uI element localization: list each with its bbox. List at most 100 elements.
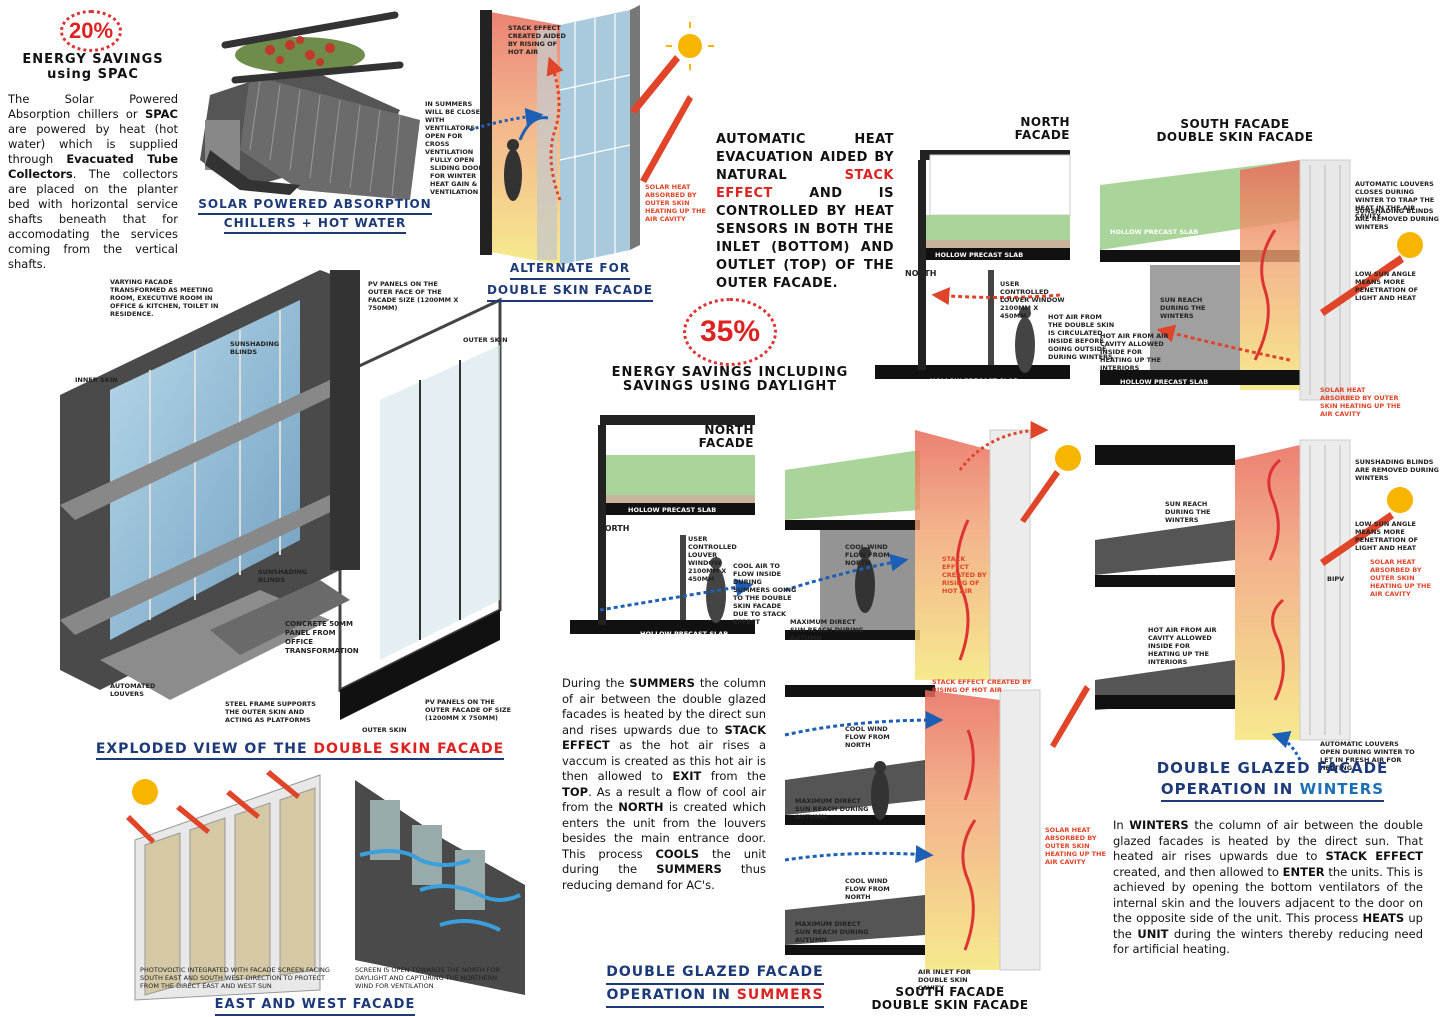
w-k5: UNIT (1137, 926, 1169, 941)
exploded-steel-label: STEEL FRAME SUPPORTS THE OUTER SKIN AND … (225, 700, 316, 724)
winter-south-line2: DOUBLE SKIN FACADE (1156, 130, 1314, 144)
summer-solar-label: SOLAR HEAT ABSORBED BY OUTER SKIN HEATIN… (1045, 826, 1106, 866)
s-p1: During the (562, 676, 630, 690)
summers-caption-2a: OPERATION IN (606, 987, 737, 1003)
winter-solar2-label: SOLAR HEAT ABSORBED BY OUTER SKIN HEATIN… (1370, 558, 1431, 598)
winter-hot-air-label: HOT AIR FROM THE DOUBLE SKIN IS CIRCULAT… (1048, 313, 1115, 361)
spac-p2: are powered by heat (hot water) which is… (8, 122, 178, 166)
winter-slab2-label: HOLLOW PRECAST SLAB (930, 377, 1019, 385)
s-k7: SUMMERS (656, 862, 722, 876)
winter-low-sun2-label: LOW SUN ANGLE MEANS MORE PENETRATION OF … (1355, 520, 1419, 552)
daylight-percent: 35% (699, 315, 761, 348)
spac-title-line1: ENERGY SAVINGS (22, 52, 164, 67)
sun-icon-winter-bottom (1387, 487, 1413, 513)
winter-solar-label: SOLAR HEAT ABSORBED BY OUTER SKIN HEATIN… (1320, 386, 1401, 418)
summer-south-line1: SOUTH FACADE (895, 985, 1005, 999)
s-p4: from the (701, 769, 766, 783)
w-k3: ENTER (1282, 864, 1325, 879)
winter-louver-label: USER CONTROLLED LOUVER WINDOW 2100MM X 4… (1000, 280, 1065, 320)
spac-illustration (200, 11, 420, 200)
exploded-blinds1-label: SUNSHADING BLINDS (230, 340, 280, 356)
alt-caption-line1: ALTERNATE FOR (509, 258, 631, 280)
winter-slab-label: HOLLOW PRECAST SLAB (935, 251, 1024, 259)
spac-title-line2: using SPAC (47, 67, 139, 82)
s-k3: EXIT (672, 769, 702, 783)
exploded-varying-label: VARYING FACADE TRANSFORMED AS MEETING RO… (110, 278, 219, 318)
winters-caption-2a: OPERATION IN (1160, 780, 1300, 798)
exploded-outer-top-label: OUTER SKIN (463, 336, 508, 344)
exploded-title-a: EXPLODED VIEW OF THE (95, 741, 314, 757)
winter-blinds-label: SUNSHADING BLINDS ARE REMOVED DURING WIN… (1355, 207, 1440, 231)
winter-hot-cavity-label: HOT AIR FROM AIR CAVITY ALLOWED INSIDE F… (1100, 332, 1169, 372)
alt-caption-line2: DOUBLE SKIN FACADE (486, 280, 654, 302)
summer-slab-label: HOLLOW PRECAST SLAB (628, 506, 717, 514)
summer-wind-label: COOL WIND FLOW FROM NORTH (845, 543, 890, 567)
summer-bottom-section (784, 685, 1041, 971)
alt-solar-label: SOLAR HEAT ABSORBED BY OUTER SKIN HEATIN… (645, 183, 706, 223)
w-p2: the column of air between the double gla… (1113, 818, 1423, 863)
w-p3: created, and then allowed to (1113, 864, 1283, 879)
summers-paragraph: During the SUMMERS the column of air bet… (562, 676, 766, 893)
summer-louver-label: USER CONTROLLED LOUVER WINDOW 2100MM X 4… (688, 535, 737, 583)
winter-auto-louvers-label: AUTOMATIC LOUVERS CLOSES DURING WINTER T… (1355, 180, 1435, 220)
daylight-percent-badge: 35% (683, 298, 777, 366)
eastwest-note1: PHOTOVOLTIC INTEGRATED WITH FACADE SCREE… (140, 966, 330, 990)
w-k4: HEATS (1362, 911, 1405, 925)
winter-hot-cavity2-label: HOT AIR FROM AIR CAVITY ALLOWED INSIDE F… (1148, 626, 1217, 666)
winter-low-sun-label: LOW SUN ANGLE MEANS MORE PENETRATION OF … (1355, 270, 1419, 302)
s-p6: is created which enters the unit from th… (562, 800, 766, 861)
exploded-blinds2-label: SUNSHADING BLINDS (258, 568, 308, 584)
eastwest-caption-text: EAST AND WEST FACADE (214, 996, 416, 1016)
spac-p3: . The collectors are placed on the plant… (8, 167, 178, 271)
summer-south-line2: DOUBLE SKIN FACADE (871, 998, 1029, 1012)
summer-middle-section (784, 421, 1049, 681)
summer-cool-label: COOL AIR TO FLOW INSIDE DURING SUMMERS G… (733, 562, 797, 626)
s-p2: the column of air between the double gla… (562, 676, 766, 737)
eastwest-caption: EAST AND WEST FACADE (180, 996, 450, 1016)
spac-caption-line1: SOLAR POWERED ABSORPTION (198, 196, 432, 215)
daylight-line2: SAVINGS USING DAYLIGHT (622, 379, 838, 394)
daylight-line1: ENERGY SAVINGS INCLUDING (611, 365, 849, 380)
summers-caption-line1: DOUBLE GLAZED FACADE (606, 962, 824, 985)
winter-slab3-label: HOLLOW PRECAST SLAB (1110, 228, 1199, 236)
s-k1: SUMMERS (629, 676, 695, 690)
exploded-pv-bottom-label: PV PANELS ON THE OUTER FACADE OF SIZE (1… (425, 698, 512, 722)
summer-wind2-label: COOL WIND FLOW FROM NORTH (845, 725, 890, 749)
winter-sun-reach2-label: SUN REACH DURING THE WINTERS (1165, 500, 1211, 524)
winter-bottom-section (1095, 439, 1351, 761)
summer-sun-reach2-label: MAXIMUM DIRECT SUN REACH DURING AUTUMN (795, 797, 869, 821)
winters-caption-2b: WINTERS (1299, 780, 1385, 798)
spac-title: ENERGY SAVINGS using SPAC (8, 52, 178, 82)
s-p8: thus reducing demand for AC's. (562, 862, 766, 892)
w-k2: STACK EFFECT (1325, 849, 1423, 863)
s-p7: the unit during the (562, 846, 766, 877)
summer-north-label: NORTH (598, 524, 630, 533)
w-k1: WINTERS (1129, 818, 1189, 832)
s-k4: TOP (562, 784, 589, 799)
summer-sun-reach-label: MAXIMUM DIRECT SUN REACH DURING AUTUMN (790, 618, 864, 642)
s-k2: STACK EFFECT (562, 722, 766, 753)
spac-caption-line2: CHILLERS + HOT WATER (223, 215, 407, 234)
s-p5: . As a result a flow of cool air from th… (562, 784, 766, 815)
daylight-title: ENERGY SAVINGS INCLUDING SAVINGS USING D… (600, 366, 860, 394)
sun-icon-east (132, 779, 158, 805)
winter-blinds2-label: SUNSHADING BLINDS ARE REMOVED DURING WIN… (1355, 458, 1440, 482)
alt-summers-label: IN SUMMERS WILL BE CLOSED WITH VENTILATO… (425, 100, 486, 156)
summer-north-section (570, 415, 755, 634)
spac-p-spac: SPAC (145, 107, 178, 121)
eastwest-illustration (126, 770, 525, 1001)
auto-p2: AND IS CONTROLLED BY HEAT SENSORS IN BOT… (716, 186, 894, 291)
spac-caption: SOLAR POWERED ABSORPTION CHILLERS + HOT … (190, 196, 440, 234)
winter-auto-open-label: AUTOMATIC LOUVERS OPEN DURING WINTER TO … (1320, 740, 1415, 772)
exploded-inner-label: INNER SKIN (75, 376, 118, 384)
spac-paragraph: The Solar Powered Absorption chillers or… (8, 92, 178, 272)
summer-slab2-label: HOLLOW PRECAST SLAB (640, 630, 729, 638)
winters-caption-line2: OPERATION IN WINTERS (1160, 779, 1385, 802)
spac-p-evac: Evacuated Tube Collectors (8, 152, 178, 181)
exploded-pv-top-label: PV PANELS ON THE OUTER FACE OF THE FACAD… (368, 280, 459, 312)
sun-ray-alt (630, 55, 680, 114)
exploded-louvers-label: AUTOMATED LOUVERS (110, 682, 156, 698)
winter-north-facade-header: NORTH FACADE (1014, 115, 1070, 142)
s-k5: NORTH (618, 800, 664, 814)
